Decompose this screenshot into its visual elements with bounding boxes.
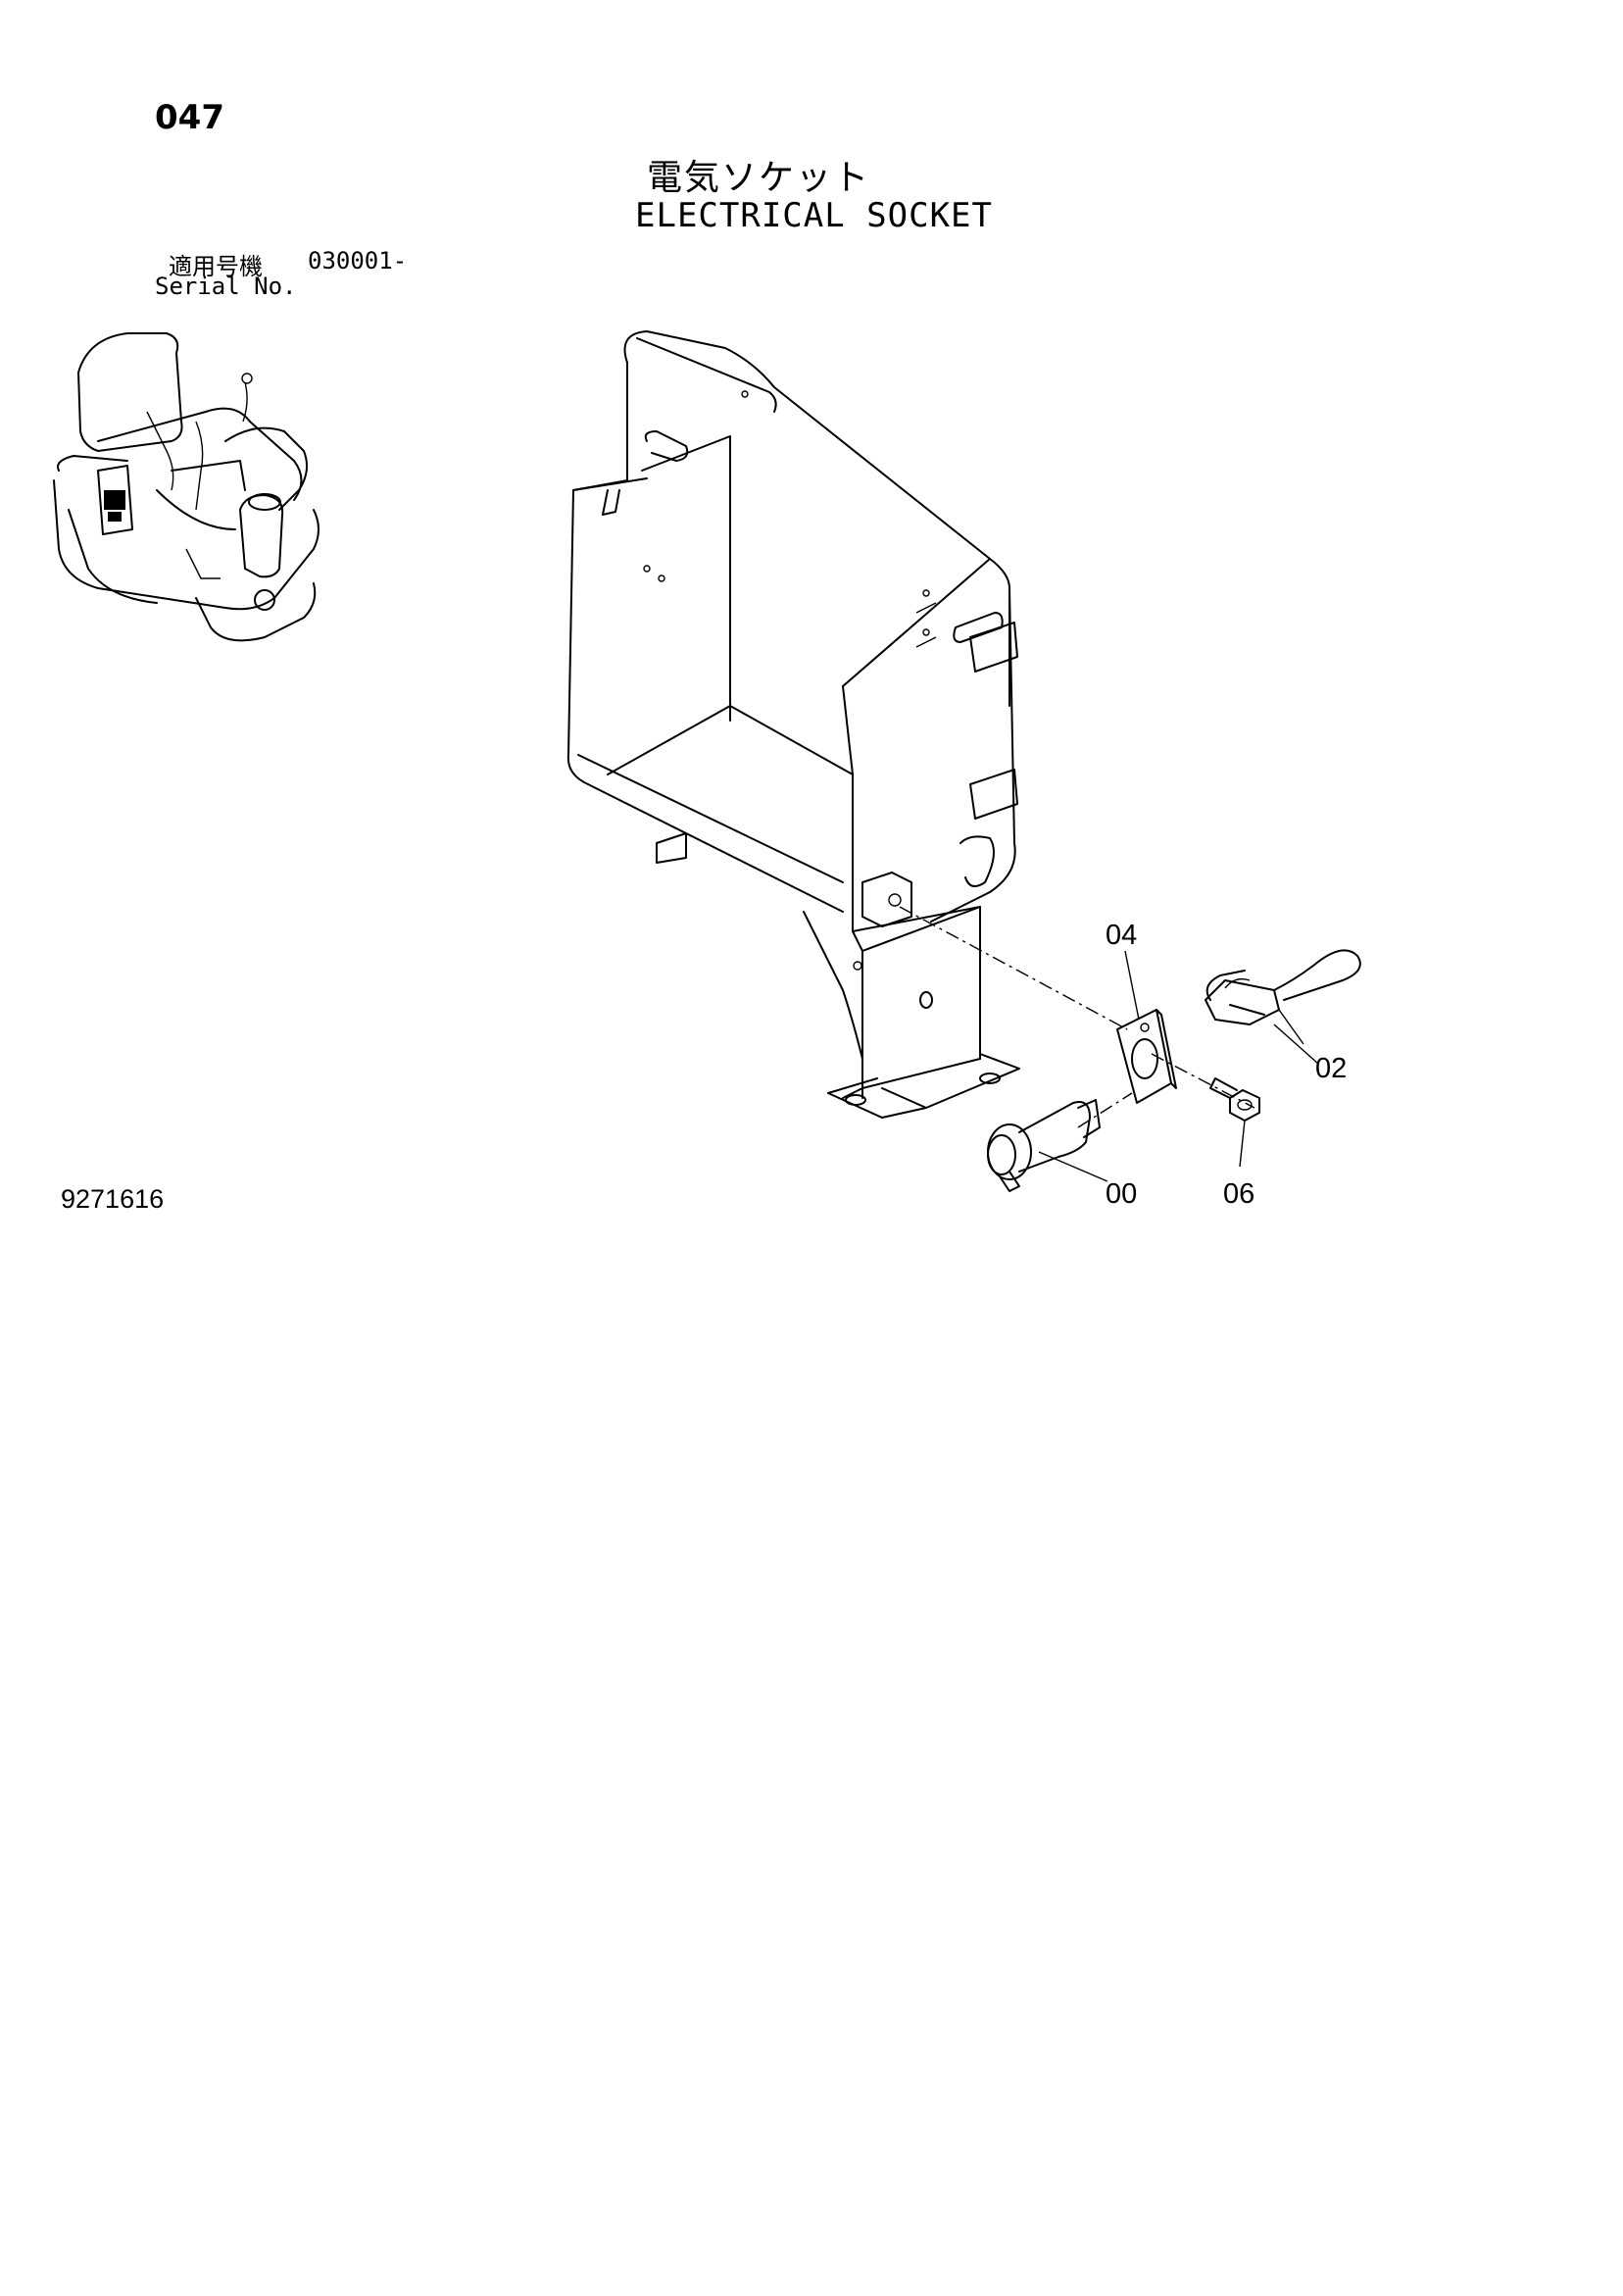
leader-lines bbox=[1038, 950, 1319, 1182]
assembly-lines bbox=[899, 906, 1255, 1128]
title-japanese: 電気ソケット bbox=[647, 158, 871, 198]
title-english: ELECTRICAL SOCKET bbox=[635, 196, 993, 235]
locator-thumbnail bbox=[53, 332, 320, 642]
serial-label-english: Serial No. bbox=[155, 273, 297, 300]
part-harness bbox=[1205, 949, 1361, 1045]
part-plate bbox=[1116, 1009, 1177, 1104]
serial-label-japanese: 適用号機 bbox=[169, 253, 263, 280]
page-number: 047 bbox=[155, 98, 224, 137]
callout-label-00: 00 bbox=[1106, 1178, 1138, 1210]
part-socket bbox=[987, 1099, 1101, 1192]
callout-label-02: 02 bbox=[1315, 1053, 1348, 1084]
callout-label-06: 06 bbox=[1223, 1178, 1255, 1210]
part-bolt bbox=[1209, 1077, 1260, 1122]
serial-range: 030001- bbox=[308, 247, 408, 275]
callout-label-04: 04 bbox=[1106, 920, 1138, 951]
mounting-bracket bbox=[566, 330, 1020, 1119]
document-id: 9271616 bbox=[61, 1184, 165, 1214]
